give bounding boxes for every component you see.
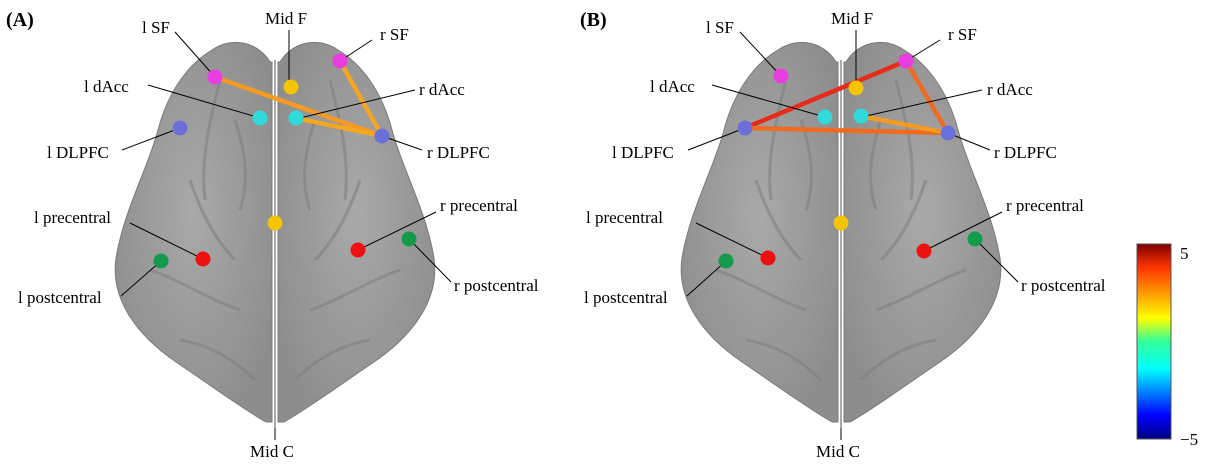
label-l-sf: l SF xyxy=(706,18,734,37)
colorbar-gradient xyxy=(1136,243,1172,440)
connection-r-sf-r-dlpfc xyxy=(904,59,950,135)
node-mid-f xyxy=(848,80,864,96)
label-l-dlpfc: l DLPFC xyxy=(47,143,109,162)
brain-right-hemisphere xyxy=(277,41,436,423)
node-r-dlpfc xyxy=(940,125,956,141)
brain-right-hemisphere xyxy=(843,41,1002,423)
colorbar: 5 −5 xyxy=(1136,243,1198,449)
brain-left-hemisphere xyxy=(114,41,273,423)
node-r-dacc xyxy=(853,108,869,124)
node-l-dacc xyxy=(252,110,268,126)
connection-r-dacc-r-dlpfc xyxy=(860,113,949,136)
label-mid-f: Mid F xyxy=(831,9,873,28)
label-r-sf: r SF xyxy=(948,25,977,44)
label-l-dacc: l dAcc xyxy=(650,77,695,96)
node-r-postcentral xyxy=(401,231,417,247)
node-r-sf xyxy=(332,53,348,69)
node-mid-c xyxy=(267,215,283,231)
node-mid-c xyxy=(833,215,849,231)
label-l-precentral: l precentral xyxy=(586,208,663,227)
label-r-postcentral: r postcentral xyxy=(454,276,539,295)
node-r-sf xyxy=(898,53,914,69)
node-l-sf xyxy=(773,68,789,84)
node-l-sf xyxy=(207,69,223,85)
node-l-dlpfc xyxy=(737,120,753,136)
leader-lines xyxy=(686,30,1019,440)
leader-lines xyxy=(120,30,452,440)
panel-label: (A) xyxy=(6,9,34,31)
node-l-postcentral xyxy=(718,253,734,269)
brain-left-hemisphere xyxy=(680,41,839,423)
connection-l-dlpfc-r-sf xyxy=(744,58,907,131)
node-r-precentral xyxy=(916,243,932,259)
label-r-precentral: r precentral xyxy=(1006,196,1084,215)
node-l-postcentral xyxy=(153,253,169,269)
colorbar-min-label: −5 xyxy=(1180,430,1198,449)
colorbar-max-label: 5 xyxy=(1180,244,1189,263)
label-mid-f: Mid F xyxy=(265,9,307,28)
label-r-dlpfc: r DLPFC xyxy=(427,143,490,162)
node-r-postcentral xyxy=(967,231,983,247)
nodes xyxy=(153,53,417,269)
label-l-dlpfc: l DLPFC xyxy=(612,143,674,162)
label-r-precentral: r precentral xyxy=(440,196,518,215)
node-l-dlpfc xyxy=(172,120,188,136)
label-l-precentral: l precentral xyxy=(34,208,111,227)
label-r-sf: r SF xyxy=(380,25,409,44)
label-r-dacc: r dAcc xyxy=(419,80,465,99)
label-mid-c: Mid C xyxy=(250,442,294,461)
label-l-postcentral: l postcentral xyxy=(18,288,102,307)
node-l-dacc xyxy=(817,109,833,125)
node-l-precentral xyxy=(760,250,776,266)
connection-l-dlpfc-r-dlpfc xyxy=(744,125,949,136)
label-l-sf: l SF xyxy=(142,18,170,37)
label-r-dlpfc: r DLPFC xyxy=(994,143,1057,162)
node-r-dacc xyxy=(288,110,304,126)
node-r-dlpfc xyxy=(374,128,390,144)
label-r-postcentral: r postcentral xyxy=(1021,276,1106,295)
connection-l-sf-r-dlpfc xyxy=(214,74,383,139)
panel-a: (A) xyxy=(6,9,539,461)
connection-r-sf-r-dlpfc xyxy=(338,59,384,138)
node-mid-f xyxy=(283,79,299,95)
label-l-dacc: l dAcc xyxy=(84,77,129,96)
label-r-dacc: r dAcc xyxy=(987,80,1033,99)
node-r-precentral xyxy=(350,242,366,258)
label-l-postcentral: l postcentral xyxy=(584,288,668,307)
panel-label: (B) xyxy=(580,9,607,31)
node-l-precentral xyxy=(195,251,211,267)
connection-r-dacc-r-dlpfc xyxy=(295,115,383,139)
label-mid-c: Mid C xyxy=(816,442,860,461)
panel-b: (B) xyxy=(580,9,1106,461)
nodes xyxy=(718,53,983,269)
